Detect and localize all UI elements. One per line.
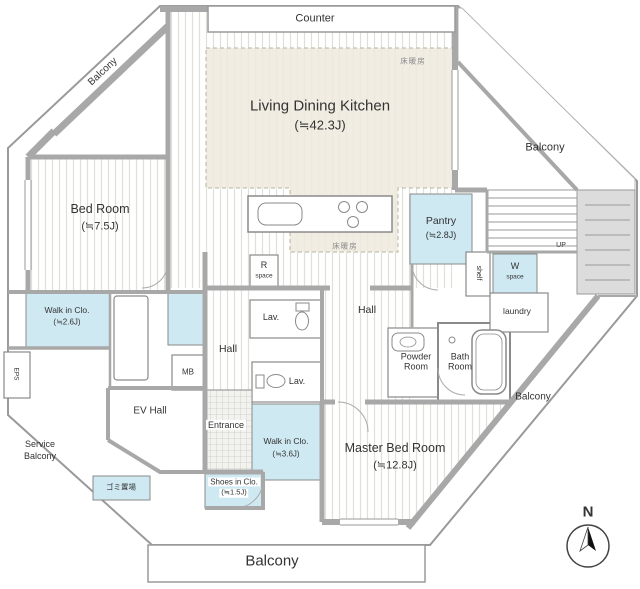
- room-label-bedroom: Bed Room: [70, 201, 130, 216]
- label-garbage: ゴミ置場: [106, 482, 136, 492]
- room-size-bedroom: (≒7.5J): [81, 220, 119, 233]
- balcony-bottom-area: [147, 544, 426, 583]
- common-area: [576, 189, 636, 295]
- stove-burner-icon: [347, 216, 359, 228]
- room-label-wic-lower: Walk in Clo.: [263, 436, 309, 447]
- room-label-ldk: Living Dining Kitchen: [249, 97, 391, 115]
- bedroom-floor: [28, 157, 165, 292]
- room-label-lav-upper: Lav.: [262, 311, 280, 322]
- eps-room: [3, 351, 31, 399]
- room-label-eps: EPS: [12, 367, 20, 381]
- hall-left-floor: [205, 255, 252, 390]
- powder-line1: Powder: [400, 351, 432, 362]
- room-size-pantry: (≒2.8J): [425, 229, 457, 240]
- wardrobe-icon: [113, 295, 149, 381]
- label-r-space-2: space: [255, 272, 273, 280]
- room-size-wic-upper: (≒2.6J): [53, 317, 81, 327]
- stove-burner-icon: [356, 201, 368, 213]
- room-label-hall-right: Hall: [357, 303, 377, 316]
- label-r-space-1: R: [260, 259, 268, 270]
- powder-line2: Room: [403, 362, 429, 372]
- w-space-room: [492, 253, 538, 295]
- room-label-entrance: Entrance: [205, 419, 247, 431]
- room-label-master: Master Bed Room: [344, 440, 446, 455]
- wic-lower-room: [251, 403, 323, 481]
- label-balcony-bottom-right: Balcony: [515, 391, 551, 403]
- label-floor-heating-top: 床暖房: [400, 56, 426, 66]
- shelf-room: [465, 251, 491, 297]
- label-counter: Counter: [295, 12, 335, 25]
- room-label-shoes-clo: Shoes in Clo.: [208, 477, 260, 487]
- label-balcony-right: Balcony: [525, 141, 565, 154]
- label-w-space-2: space: [506, 273, 524, 281]
- hall-closet: [167, 291, 206, 346]
- compass-icon: [566, 524, 610, 568]
- label-up: UP: [556, 241, 566, 249]
- door-arcs: [141, 261, 466, 509]
- stove-burner-icon: [338, 201, 350, 213]
- label-balcony-bottom: Balcony: [245, 552, 299, 570]
- label-w-space-1: W: [510, 260, 520, 271]
- label-service-balcony-1: Service: [24, 438, 56, 449]
- counter-area: [207, 5, 456, 33]
- label-shelf: shelf: [475, 265, 483, 281]
- label-service-balcony-2: Balcony: [23, 450, 57, 461]
- windows: [24, 70, 459, 526]
- room-label-mb: MB: [182, 367, 194, 377]
- r-space-room: [249, 254, 279, 289]
- laundry-room: [489, 292, 549, 333]
- pantry-room: [409, 193, 473, 265]
- room-size-ldk: (≒42.3J): [294, 117, 346, 133]
- room-label-pantry: Pantry: [425, 214, 457, 227]
- room-label-wic-upper: Walk in Clo.: [44, 305, 90, 316]
- room-size-master: (≒12.8J): [373, 459, 417, 472]
- washbasin-icon: [391, 332, 425, 352]
- bathtub-icon: [448, 329, 507, 395]
- lav-upper-room: [249, 299, 323, 339]
- kitchen-island: [247, 195, 393, 233]
- bath-line2: Room: [447, 362, 473, 372]
- sink-icon: [257, 202, 303, 226]
- entrance-floor: [204, 389, 253, 473]
- stairs: [486, 189, 630, 281]
- room-label-laundry: laundry: [503, 306, 531, 317]
- garbage-area: [92, 475, 151, 501]
- room-label-hall-left: Hall: [218, 342, 238, 355]
- label-floor-heating-mid: 床暖房: [332, 241, 358, 251]
- toilet-icon-lower: [255, 374, 286, 389]
- label-compass-n: N: [582, 503, 594, 521]
- mb-room: [171, 354, 206, 391]
- room-label-ev-hall: EV Hall: [133, 405, 167, 417]
- master-floor: [322, 402, 511, 522]
- room-size-shoes-clo: (≒1.5J): [219, 487, 249, 498]
- bath-line1: Bath: [450, 351, 470, 362]
- room-size-wic-lower: (≒3.6J): [272, 449, 300, 459]
- room-label-lav-lower: Lav.: [288, 375, 306, 386]
- toilet-icon-upper: [295, 302, 310, 331]
